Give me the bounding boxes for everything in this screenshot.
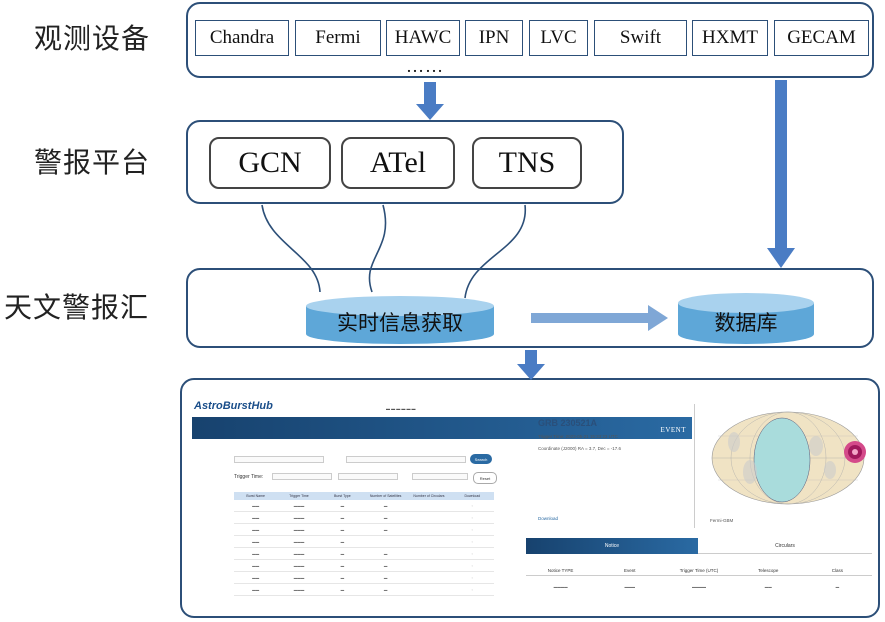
col-header: Burst Name [246,494,265,498]
filter-input[interactable] [346,456,466,463]
notice-table-header: Notice TYPE Event Trigger Time (UTC) Tel… [526,565,872,576]
type-select[interactable] [412,473,468,480]
event-name: GRB 230521A [538,418,598,428]
divider [694,404,695,528]
col-header: Number of Satellites [369,494,402,498]
table-row[interactable]: ▬▬▬▬▬▬▬◦ [234,560,494,572]
sky-map [711,411,866,505]
alert-platform-atel: ATel [341,137,455,189]
col-header: Notice TYPE [547,567,574,573]
col-header: Trigger Time (UTC) [679,567,719,573]
burst-table: Burst Name Trigger Time Burst Type Numbe… [234,492,494,596]
col-header: Class [831,567,844,573]
arrow-shaft [531,313,651,323]
map-legend: Fermi-GBM [710,518,734,523]
reset-button[interactable]: Reset [473,472,497,484]
alert-platform-gcn: GCN [209,137,331,189]
row-label-alert-hub: 天文警报汇 [4,291,150,324]
table-row[interactable]: ▬▬▬▬▬▬▬◦ [234,500,494,512]
event-banner-title: EVENT [660,426,686,434]
table-row[interactable]: ▬▬▬▬▬▬▬◦ [234,584,494,596]
device-box: HXMT [692,20,768,56]
arrow-head [767,248,795,268]
trigger-time-end[interactable] [338,473,398,480]
col-header: Telescope [758,567,779,573]
event-tabs: Notice Circulars [526,538,872,554]
realtime-database-label: 实时信息获取 [337,311,463,335]
connector-curve [261,204,321,293]
table-row[interactable]: ▬▬▬▬▬▬◦ [234,536,494,548]
filter-input[interactable] [234,456,324,463]
event-banner: EVENT [192,417,692,439]
arrow-head [517,364,545,380]
col-header: Burst Type [333,494,351,498]
trigger-time-start[interactable] [272,473,332,480]
event-trigger-time: Trigger Time: 2023-05-21 15:33:23 UTC [538,434,618,439]
search-button[interactable]: Search [470,454,492,464]
table-row[interactable]: ▬▬▬▬▬▬▬◦ [234,548,494,560]
table-row[interactable]: ▬▬▬▬▬▬▬◦ [234,512,494,524]
notice-row[interactable]: ▬▬▬▬▬▬▬▬▬▬▬▬▬▬ [553,585,840,589]
arrow-shaft [775,80,787,250]
arrow-shaft [525,350,537,366]
col-header: Number of Circulars [413,494,445,498]
more-devices-ellipsis: …… [406,56,444,76]
table-row[interactable]: ▬▬▬▬▬▬▬◦ [234,524,494,536]
device-box: Fermi [295,20,381,56]
device-box: Swift [594,20,687,56]
site-nav: ▬ ▬ ▬ ▬ ▬ ▬ [386,406,416,411]
device-box: LVC [529,20,588,56]
row-label-alert-platform: 警报平台 [34,146,151,179]
event-detail: Coordinate (J2000) RA = 3.7, Dec = -17.6 [538,446,622,451]
trigger-time-label: Trigger Time: [234,474,264,480]
arrow-head [416,104,444,120]
col-header: Event [624,567,636,573]
download-link[interactable]: Download [538,516,559,521]
arrow-shaft [424,82,436,106]
storage-database-cylinder [678,293,814,344]
site-logo: AstroBurstHub [194,400,273,412]
device-box: GECAM [774,20,869,56]
device-box: HAWC [386,20,460,56]
observation-panel: Chandra Fermi HAWC IPN LVC Swift HXMT GE… [186,2,874,78]
storage-database-label: 数据库 [714,311,778,335]
device-box: Chandra [195,20,289,56]
arrow-head [648,305,668,331]
table-row[interactable]: ▬▬▬▬▬▬▬◦ [234,572,494,584]
table-header: Burst Name Trigger Time Burst Type Numbe… [234,492,494,500]
astroburst-website: AstroBurstHub ▬ ▬ ▬ ▬ ▬ ▬ EVENT Search T… [186,380,876,614]
tab-notice[interactable]: Notice [526,538,698,554]
device-box: IPN [465,20,523,56]
col-header: Download [464,494,481,498]
row-label-observation: 观测设备 [34,22,151,55]
tab-circulars[interactable]: Circulars [698,538,872,554]
connector-curve [464,204,526,299]
col-header: Trigger Time [289,494,309,498]
alert-platform-tns: TNS [472,137,582,189]
connector-curve [368,204,387,293]
realtime-database-cylinder [306,296,494,344]
